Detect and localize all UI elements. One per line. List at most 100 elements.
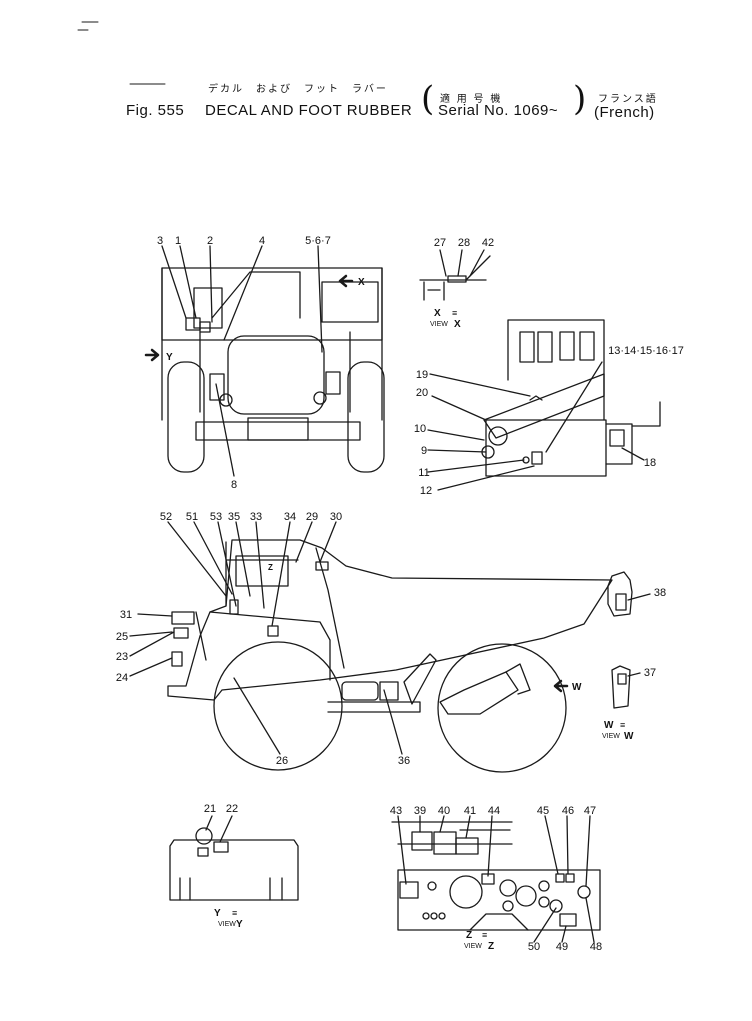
callout-12: 12 bbox=[420, 485, 432, 497]
leader bbox=[209, 245, 213, 323]
view-y-mark: ≡ bbox=[232, 908, 237, 918]
view-w-letter: W bbox=[604, 720, 614, 731]
leader bbox=[161, 245, 187, 319]
leader bbox=[205, 815, 233, 843]
arrow-x-label: X bbox=[358, 277, 365, 288]
callout-52: 52 bbox=[160, 511, 172, 523]
leader bbox=[427, 459, 525, 473]
view-y-detail bbox=[169, 827, 299, 901]
callout-53: 53 bbox=[210, 511, 222, 523]
callout-31: 31 bbox=[120, 609, 132, 621]
callout-21: 21 bbox=[204, 803, 216, 815]
leader bbox=[271, 521, 291, 627]
leader bbox=[431, 395, 487, 421]
callout-49: 49 bbox=[556, 941, 568, 953]
callout-48: 48 bbox=[590, 941, 602, 953]
leader bbox=[179, 245, 197, 319]
language-label: (French) bbox=[594, 104, 655, 121]
callout-39: 39 bbox=[414, 805, 426, 817]
leader bbox=[129, 657, 173, 677]
arrow-z-label: Z bbox=[268, 563, 273, 572]
callout-45: 45 bbox=[537, 805, 549, 817]
callout-41: 41 bbox=[464, 805, 476, 817]
callout-29: 29 bbox=[306, 511, 318, 523]
view-labels: Y X W Z X ≡ VIEW X Y ≡ VIEW Y Z ≡ VIEW Z… bbox=[166, 277, 634, 952]
callout-2: 2 bbox=[207, 235, 213, 247]
callout-19: 19 bbox=[416, 369, 428, 381]
serial-range: Serial No. 1069~ bbox=[438, 102, 559, 119]
callout-24: 24 bbox=[116, 672, 128, 684]
view-w-arrow bbox=[553, 679, 569, 693]
arrow-w-label: W bbox=[572, 682, 582, 693]
japanese-title: デカル および フット ラバー bbox=[208, 84, 388, 95]
japanese-serial-label: 適 用 号 機 bbox=[440, 94, 503, 105]
leader bbox=[295, 521, 313, 563]
callout-33: 33 bbox=[250, 511, 262, 523]
view-z-detail bbox=[391, 821, 601, 931]
leader bbox=[437, 465, 535, 491]
open-paren: ( bbox=[421, 79, 435, 119]
leader bbox=[439, 249, 485, 277]
view-x-letter: X bbox=[434, 308, 441, 319]
callout-22: 22 bbox=[226, 803, 238, 815]
callout-3: 3 bbox=[157, 235, 163, 247]
callout-37: 37 bbox=[644, 667, 656, 679]
callout-42: 42 bbox=[482, 237, 494, 249]
callout-47: 47 bbox=[584, 805, 596, 817]
figure-title: DECAL AND FOOT RUBBER bbox=[205, 102, 413, 119]
callout-46: 46 bbox=[562, 805, 574, 817]
view-w-ref: W bbox=[624, 731, 634, 742]
view-z-ref: Z bbox=[488, 941, 494, 952]
close-paren: ) bbox=[573, 79, 587, 119]
view-y-word: VIEW bbox=[218, 921, 236, 928]
callout-13-14-15-16-17: 13·14·15·16·17 bbox=[608, 345, 684, 357]
callout-50: 50 bbox=[528, 941, 540, 953]
view-x-word: VIEW bbox=[430, 321, 448, 328]
view-x-arrow bbox=[338, 274, 354, 288]
leader bbox=[217, 521, 237, 607]
view-w-detail bbox=[607, 571, 633, 709]
callout-38: 38 bbox=[654, 587, 666, 599]
view-z-letter: Z bbox=[466, 930, 472, 941]
callout-8: 8 bbox=[231, 479, 237, 491]
front-view-truck bbox=[161, 267, 385, 473]
view-x-mark: ≡ bbox=[452, 308, 457, 318]
leader bbox=[429, 373, 531, 397]
figure-label: Fig. 555 bbox=[126, 102, 185, 119]
leader bbox=[383, 689, 403, 755]
callout-20: 20 bbox=[416, 387, 428, 399]
leader bbox=[167, 521, 227, 597]
view-y-letter: Y bbox=[214, 908, 221, 919]
callout-11: 11 bbox=[418, 467, 429, 479]
leader bbox=[233, 677, 281, 755]
callout-25: 25 bbox=[116, 631, 128, 643]
callout-51: 51 bbox=[186, 511, 198, 523]
callout-26: 26 bbox=[276, 755, 288, 767]
view-z-mark: ≡ bbox=[482, 930, 487, 940]
view-x-ref: X bbox=[454, 319, 461, 330]
callout-40: 40 bbox=[438, 805, 450, 817]
callout-28: 28 bbox=[458, 237, 470, 249]
callout-9: 9 bbox=[421, 445, 427, 457]
callout-36: 36 bbox=[398, 755, 410, 767]
callout-labels: 3 1 2 4 5·6·7 8 27 28 42 13·14·15·16·17 … bbox=[116, 235, 684, 953]
leader bbox=[129, 631, 175, 657]
callout-18: 18 bbox=[644, 457, 656, 469]
leader bbox=[255, 521, 265, 609]
arrow-y-label: Y bbox=[166, 352, 173, 363]
view-z-word: VIEW bbox=[464, 943, 482, 950]
leader bbox=[215, 383, 235, 477]
view-w-word: VIEW bbox=[602, 733, 620, 740]
view-w-mark: ≡ bbox=[620, 720, 625, 730]
leader bbox=[627, 593, 651, 601]
japanese-language-label: フランス語 bbox=[598, 94, 658, 105]
callout-30: 30 bbox=[330, 511, 342, 523]
callout-5-6-7: 5·6·7 bbox=[305, 235, 331, 247]
view-x-detail bbox=[419, 255, 491, 301]
leader bbox=[235, 521, 251, 597]
leader bbox=[137, 613, 173, 617]
rear-detail-view bbox=[481, 319, 661, 477]
leader bbox=[193, 521, 233, 595]
view-y-ref: Y bbox=[236, 919, 243, 930]
